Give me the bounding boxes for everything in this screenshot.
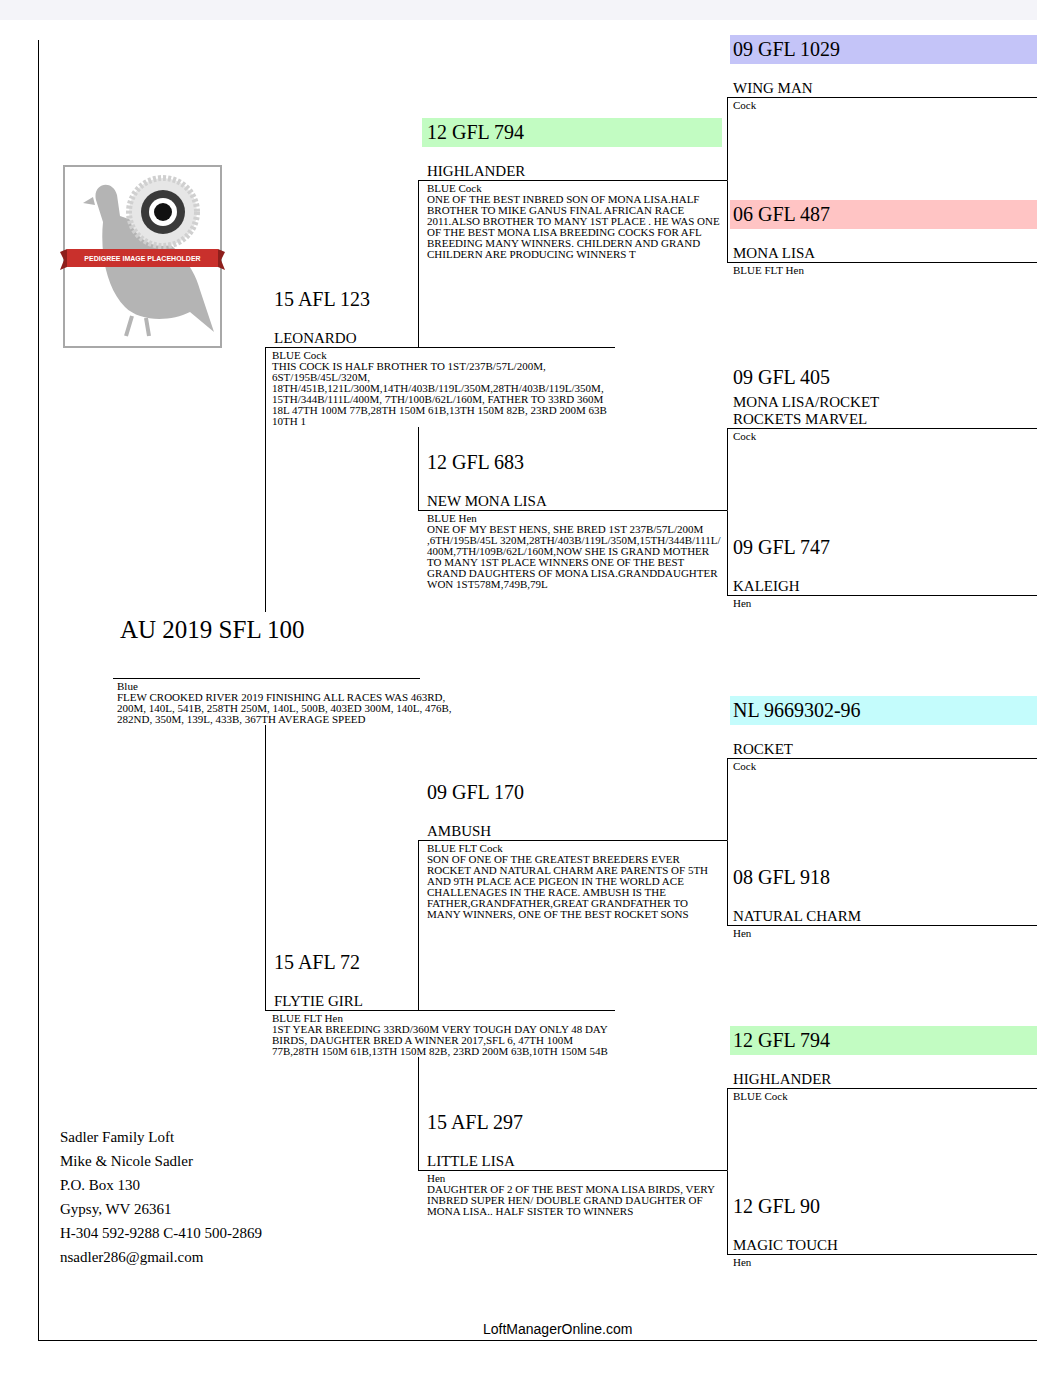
pedigree-line: [418, 181, 419, 348]
frame-line: [38, 40, 39, 1341]
color-sex: Cock: [727, 98, 1037, 111]
pedigree-line: [265, 725, 266, 1011]
bird-name: AMBUSH: [418, 823, 727, 841]
band-number: 12 GFL 90: [727, 1192, 1037, 1221]
address-line: Gypsy, WV 26361: [60, 1200, 171, 1218]
bird-name: HIGHLANDER: [418, 163, 727, 181]
band-number: 15 AFL 297: [418, 1108, 727, 1137]
bird-description: ONE OF MY BEST HENS, SHE BRED 1ST 237B/5…: [418, 524, 727, 590]
bird-description: 1ST YEAR BREEDING 33RD/360M VERY TOUGH D…: [265, 1024, 615, 1057]
band-number: 09 GFL 747: [727, 533, 1037, 562]
bird-name: MONA LISA/ROCKET ROCKETS MARVEL: [727, 394, 1037, 429]
phone-numbers: H-304 592-9288 C-410 500-2869: [60, 1224, 262, 1242]
color-sex: Hen: [727, 596, 1037, 609]
band-number: 12 GFL 683: [418, 448, 727, 477]
pedigree-line: [418, 1057, 419, 1171]
bird-name: NATURAL CHARM: [727, 908, 1037, 926]
image-placeholder-text: PEDIGREE IMAGE PLACEHOLDER: [67, 253, 218, 264]
pedigree-entry: 09 GFL 747KALEIGHHen: [727, 533, 1037, 609]
bird-name: MAGIC TOUCH: [727, 1237, 1037, 1255]
pigeon-placeholder-image: [60, 166, 225, 347]
pedigree-entry: 08 GFL 918NATURAL CHARMHen: [727, 863, 1037, 939]
pedigree-line: [265, 348, 266, 613]
color-sex: BLUE Hen: [418, 511, 727, 524]
owner-names: Mike & Nicole Sadler: [60, 1152, 193, 1170]
pedigree-line: [727, 1089, 728, 1171]
pedigree-line: [727, 759, 728, 841]
email-address: nsadler286@gmail.com: [60, 1248, 203, 1266]
pedigree-entry: 09 GFL 170AMBUSHBLUE FLT CockSON OF ONE …: [418, 778, 727, 920]
band-number: 06 GFL 487: [730, 200, 1037, 229]
pedigree-line: [727, 98, 728, 181]
color-sex: Hen: [727, 926, 1037, 939]
bird-name: WING MAN: [727, 80, 1037, 98]
top-strip: [0, 0, 1037, 20]
color-sex: BLUE Cock: [727, 1089, 1037, 1102]
bird-name: MONA LISA: [727, 245, 1037, 263]
color-sex: BLUE FLT Hen: [727, 263, 1037, 276]
color-sex: Cock: [727, 429, 1037, 442]
color-sex: BLUE Cock: [265, 348, 615, 361]
bird-name: KALEIGH: [727, 578, 1037, 596]
band-number: 09 GFL 170: [418, 778, 727, 807]
pedigree-entry: NL 9669302-96ROCKETCock: [727, 696, 1037, 772]
band-number: 09 GFL 1029: [730, 35, 1037, 64]
pedigree-entry: 12 GFL 90 MAGIC TOUCHHen: [727, 1192, 1037, 1268]
bird-name: ROCKET: [727, 741, 1037, 759]
pedigree-line: [418, 427, 419, 511]
pedigree-line: [727, 841, 728, 926]
pedigree-line: [727, 511, 728, 596]
band-number: 09 GFL 405: [727, 363, 1037, 392]
bird-description: SON OF ONE OF THE GREATEST BREEDERS EVER…: [418, 854, 727, 920]
pedigree-entry: 15 AFL 72 FLYTIE GIRLBLUE FLT Hen1ST YEAR…: [265, 948, 615, 1057]
pedigree-entry: 15 AFL 297LITTLE LISAHenDAUGHTER OF 2 OF…: [418, 1108, 727, 1217]
color-sex: Hen: [418, 1171, 727, 1184]
bird-name: HIGHLANDER: [727, 1071, 1037, 1089]
band-number: NL 9669302-96: [730, 696, 1037, 725]
bird-description: DAUGHTER OF 2 OF THE BEST MONA LISA BIRD…: [418, 1184, 727, 1217]
pedigree-line: [727, 181, 728, 263]
band-number: 12 GFL 794: [730, 1026, 1037, 1055]
pedigree-line: [727, 1171, 728, 1255]
color-sex: BLUE FLT Cock: [418, 841, 727, 854]
pedigree-entry: 09 GFL 1029WING MANCock: [727, 35, 1037, 111]
pedigree-entry: 06 GFL 487MONA LISABLUE FLT Hen: [727, 200, 1037, 276]
bird-description: ONE OF THE BEST INBRED SON OF MONA LISA.…: [418, 194, 727, 260]
loft-name: Sadler Family Loft: [60, 1128, 174, 1146]
address-line: P.O. Box 130: [60, 1176, 140, 1194]
pedigree-entry: 15 AFL 123LEONARDOBLUE CockTHIS COCK IS …: [265, 285, 615, 427]
bird-name: LEONARDO: [265, 330, 615, 348]
footer-website: LoftManagerOnline.com: [483, 1321, 632, 1338]
bird-name: NEW MONA LISA: [418, 493, 727, 511]
pedigree-entry: 12 GFL 794HIGHLANDERBLUE Cock: [727, 1026, 1037, 1102]
bird-description: FLEW CROOKED RIVER 2019 FINISHING ALL RA…: [113, 692, 463, 725]
pedigree-entry: 12 GFL 794HIGHLANDERBLUE CockONE OF THE …: [418, 118, 727, 260]
band-number: 12 GFL 794: [422, 118, 722, 147]
band-number: 15 AFL 72: [265, 948, 615, 977]
color-sex: Cock: [727, 759, 1037, 772]
band-number: 08 GFL 918: [727, 863, 1037, 892]
bird-name: FLYTIE GIRL: [265, 993, 615, 1011]
band-number: 15 AFL 123: [265, 285, 615, 314]
color-sex: Blue: [113, 679, 463, 692]
color-sex: BLUE FLT Hen: [265, 1011, 615, 1024]
band-number: AU 2019 SFL 100: [113, 612, 420, 679]
color-sex: Hen: [727, 1255, 1037, 1268]
bird-name: LITTLE LISA: [418, 1153, 727, 1171]
pedigree-line: [727, 429, 728, 511]
pedigree-line: [418, 841, 419, 1011]
pedigree-entry: AU 2019 SFL 100BlueFLEW CROOKED RIVER 20…: [113, 612, 463, 725]
bird-description: THIS COCK IS HALF BROTHER TO 1ST/237B/57…: [265, 361, 615, 427]
color-sex: BLUE Cock: [418, 181, 727, 194]
frame-line: [38, 1340, 1037, 1341]
pedigree-entry: 12 GFL 683NEW MONA LISABLUE HenONE OF MY…: [418, 448, 727, 590]
pedigree-entry: 09 GFL 405MONA LISA/ROCKET ROCKETS MARVE…: [727, 363, 1037, 442]
